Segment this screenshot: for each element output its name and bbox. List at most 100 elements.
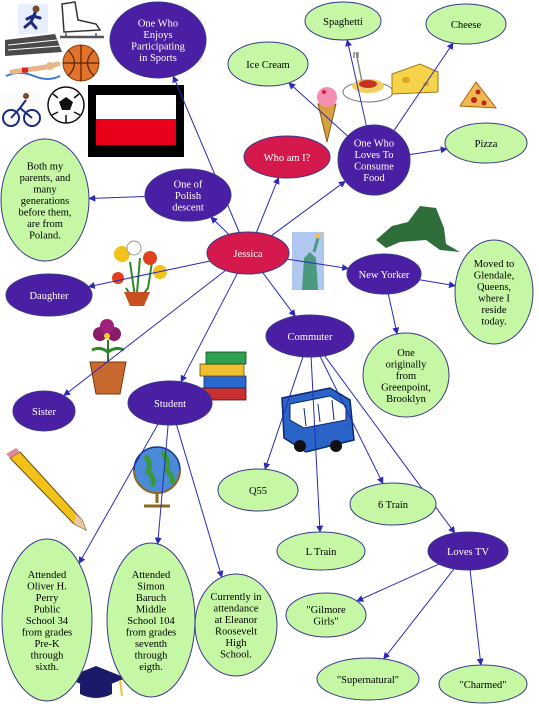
node-label-line: Attended: [132, 570, 171, 581]
node-label-line: through: [31, 650, 64, 661]
edge-jessica-to-polish: [210, 216, 230, 235]
globe-icon: [133, 446, 181, 508]
node-label-line: in Sports: [139, 53, 177, 64]
node-label-line: Loves TV: [447, 547, 490, 558]
runner-icon: [18, 4, 48, 34]
edge-commuter-to-six_train: [319, 356, 384, 485]
node-label-line: Roosevelt: [215, 627, 257, 638]
node-new-yorker: New Yorker: [346, 253, 422, 295]
node-label-line: Jessica: [233, 249, 262, 260]
node-shape: [425, 3, 507, 45]
node-label-line: reside: [481, 305, 506, 316]
node-shape: [109, 1, 207, 79]
node-label-line: from: [396, 371, 416, 382]
edge-student-to-ps34: [78, 423, 159, 564]
node-shape: [127, 380, 213, 426]
node-label-line: eigth.: [139, 662, 163, 673]
node-label-line: Commuter: [288, 332, 333, 343]
node-q55: Q55: [217, 468, 299, 512]
track-icon: [5, 34, 62, 56]
node-shape: [217, 468, 299, 512]
node-shape: [337, 124, 411, 196]
spaghetti-plate-icon: [342, 51, 394, 103]
node-commuter: Commuter: [265, 314, 355, 358]
node-label-line: from grades: [126, 627, 176, 638]
node-label-line: Who am I?: [264, 153, 311, 164]
node-label-line: School 104: [127, 616, 175, 627]
node-label-line: Loves To: [354, 150, 393, 161]
node-label-line: at Eleanor: [215, 615, 258, 626]
node-label-line: attendance: [214, 604, 259, 615]
node-label-line: many: [33, 184, 57, 195]
ice-cream-cone-icon: [317, 87, 337, 143]
node-label-line: originally: [386, 359, 428, 370]
node-shape: [243, 135, 331, 179]
node-label-line: School 34: [26, 616, 69, 627]
node-label-line: Both my: [27, 161, 64, 172]
edge-new_yorker-to-glendale: [419, 279, 456, 289]
node-label-line: One of: [174, 179, 203, 190]
books-stack-icon: [199, 351, 247, 401]
edge-jessica-to-commuter: [262, 272, 296, 317]
node-label-line: Sister: [32, 407, 56, 418]
polish-flag-icon: [88, 85, 184, 157]
node-shape: [362, 332, 450, 418]
node-label-line: from grades: [22, 627, 72, 638]
node-label-line: High: [226, 638, 248, 649]
cheese-icon: [391, 63, 439, 95]
node-label-line: "Supernatural": [337, 675, 399, 686]
edge-jessica-to-daughter: [87, 260, 211, 289]
pencil-icon: [6, 448, 87, 532]
node-label-line: Pre-K: [34, 639, 59, 650]
node-label-line: Currently in: [210, 592, 262, 603]
connector-lines: [63, 39, 484, 666]
node-shape: [206, 231, 290, 275]
node-label-line: Glendale,: [474, 271, 515, 282]
node-label-line: 6 Train: [378, 500, 409, 511]
node-shape: [285, 592, 367, 638]
node-shape: [349, 482, 437, 526]
node-label-line: Public: [34, 604, 61, 615]
node-label-line: L Train: [306, 547, 338, 558]
edge-commuter-to-q55: [263, 356, 304, 470]
pizza-slice-icon: [459, 81, 498, 109]
node-shape: [276, 531, 366, 571]
node-cheese: Cheese: [425, 3, 507, 45]
node-spaghetti: Spaghetti: [304, 1, 382, 41]
node-shape: [0, 138, 90, 262]
node-label-line: Daughter: [29, 291, 69, 302]
node-who-am-i: Who am I?: [243, 135, 331, 179]
node-pizza: Pizza: [444, 122, 528, 164]
node-shape: [304, 1, 382, 41]
node-shape: [427, 531, 509, 571]
edge-jessica-to-sister: [63, 270, 226, 397]
node-label-line: One: [397, 348, 415, 359]
node-label-line: Q55: [249, 486, 267, 497]
edge-jessica-to-sports: [172, 75, 240, 233]
node-daughter: Daughter: [5, 273, 93, 317]
node-label-line: before them,: [18, 207, 71, 218]
node-ice-cream: Ice Cream: [227, 41, 309, 87]
node-label-line: Consume: [354, 162, 394, 173]
node-shape: [12, 390, 76, 432]
edge-jessica-to-student: [180, 273, 238, 383]
node-l-train: L Train: [276, 531, 366, 571]
node-label-line: Moved to: [474, 259, 515, 270]
node-label-line: sixth.: [35, 662, 58, 673]
node-label-line: New Yorker: [359, 270, 410, 281]
node-label-line: seventh: [135, 639, 168, 650]
edge-jessica-to-new_yorker: [287, 258, 350, 272]
node-label-line: Food: [363, 173, 385, 184]
node-student: Student: [127, 380, 213, 426]
edge-loves_food-to-pizza: [409, 146, 448, 156]
node-label-line: are from: [27, 219, 63, 230]
soccer-ball-icon: [47, 86, 85, 124]
node-label-line: Poland.: [29, 230, 61, 241]
